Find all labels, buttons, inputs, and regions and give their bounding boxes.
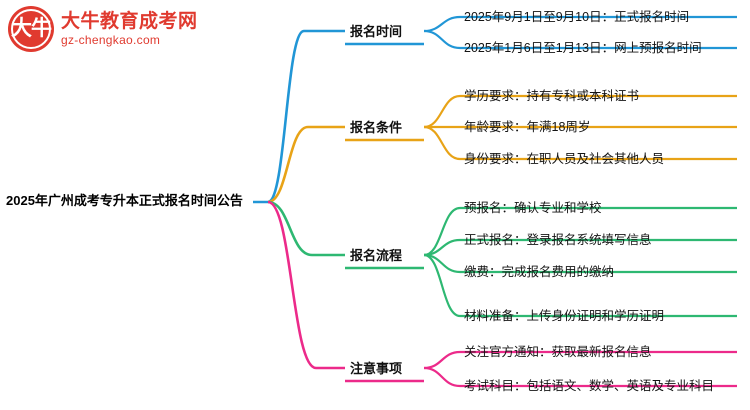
mindmap-leaf: 2025年1月6日至1月13日：网上预报名时间 [464,41,702,55]
mindmap-branch-baomingliucheng[interactable]: 报名流程 [350,248,403,263]
mindmap-leaf: 关注官方通知：获取最新报名信息 [464,345,652,359]
mindmap-branch-zhuyishixiang[interactable]: 注意事项 [350,361,403,376]
logo-circle-icon [8,6,54,52]
logo-mark-icon: 大牛 [8,6,54,52]
mindmap-leaf: 材料准备：上传身份证明和学历证明 [464,309,665,323]
mindmap-root-node: 2025年广州成考专升本正式报名时间公告 [6,193,243,208]
logo-subtitle: gz-chengkao.com [61,32,161,47]
mindmap-leaf: 缴费：完成报名费用的缴纳 [464,265,615,279]
mindmap-leaf: 学历要求：持有专科或本科证书 [464,89,640,103]
mindmap-branch-baomingtiaojian[interactable]: 报名条件 [350,120,403,135]
mindmap-leaf: 考试科目：包括语文、数学、英语及专业科目 [464,379,715,393]
mindmap-leaf: 身份要求：在职人员及社会其他人员 [464,152,665,166]
mindmap-leaf: 年龄要求：年满18周岁 [464,120,591,134]
logo-text: 大牛教育成考网 gz-chengkao.com [61,11,198,48]
logo-title: 大牛教育成考网 [61,10,198,32]
mindmap-branch-baomingshijian[interactable]: 报名时间 [350,24,403,39]
mindmap-leaf: 预报名：确认专业和学校 [464,201,602,215]
site-logo: 大牛 大牛教育成考网 gz-chengkao.com [8,6,198,52]
mindmap-leaf: 2025年9月1日至9月10日：正式报名时间 [464,10,690,24]
mindmap-leaf: 正式报名：登录报名系统填写信息 [464,233,652,247]
logo-glyph: 大牛 [11,15,52,40]
